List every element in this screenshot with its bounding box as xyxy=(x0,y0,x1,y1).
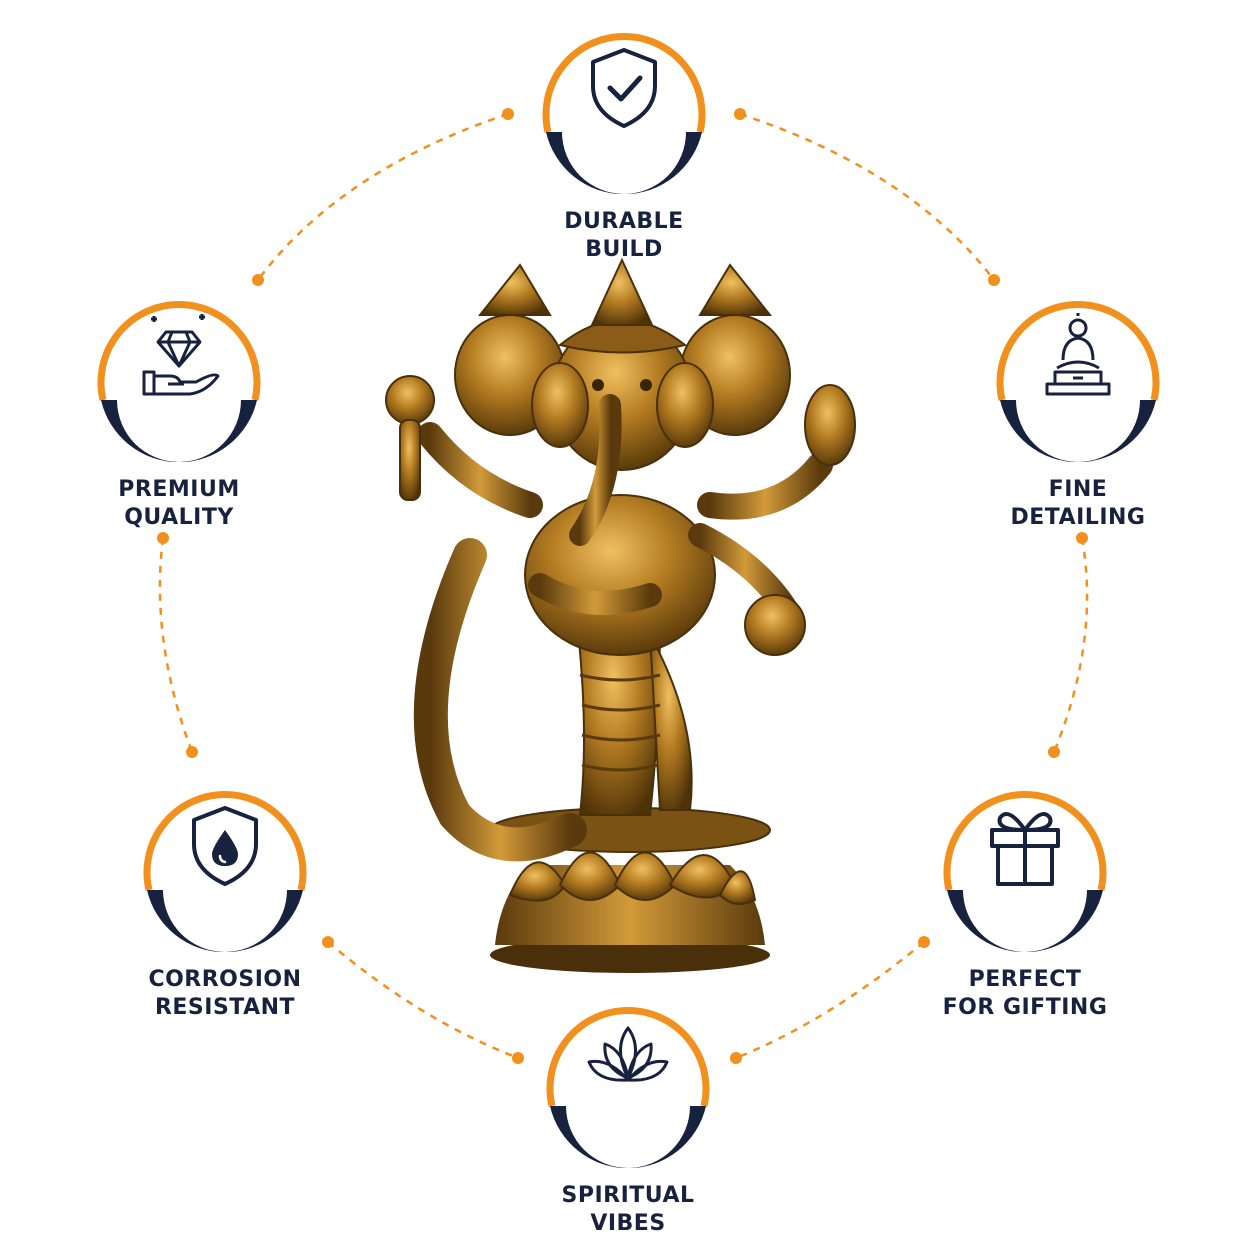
lotus-icon xyxy=(587,1026,669,1082)
connector-bottom-left xyxy=(327,941,519,1060)
feature-label-line-1: FINE xyxy=(1048,477,1108,502)
connector-dot xyxy=(186,746,198,758)
feature-fine-detailing: FINE DETAILING xyxy=(983,282,1173,532)
gift-box-icon xyxy=(990,812,1060,886)
feature-badge xyxy=(988,282,1168,462)
ganesha-statue-image xyxy=(385,257,856,973)
feature-label: DURABLE BUILD xyxy=(529,208,719,264)
feature-spiritual-vibes: SPIRITUAL VIBES xyxy=(533,988,723,1238)
feature-label-line-2: FOR GIFTING xyxy=(942,995,1108,1020)
connector-dot xyxy=(157,532,169,544)
feature-label-line-2: BUILD xyxy=(585,237,663,262)
connector-bottom-right xyxy=(735,941,925,1060)
feature-label-line-1: PREMIUM xyxy=(118,477,240,502)
feature-label-line-2: VIBES xyxy=(590,1211,666,1236)
feature-label: PREMIUM QUALITY xyxy=(84,476,274,532)
connector-dot xyxy=(252,274,264,286)
feature-label-line-2: RESISTANT xyxy=(154,995,296,1020)
connector-dot xyxy=(502,108,514,120)
feature-label: FINE DETAILING xyxy=(983,476,1173,532)
connector-left xyxy=(158,537,194,753)
connector-dot xyxy=(322,936,334,948)
connector-dot xyxy=(512,1052,524,1064)
feature-perfect-for-gifting: PERFECT FOR GIFTING xyxy=(930,772,1120,1022)
diamond-hand-icon xyxy=(142,314,220,396)
feature-label-line-2: QUALITY xyxy=(124,505,234,530)
feature-label-line-1: CORROSION xyxy=(148,967,302,992)
feature-label-line-2: DETAILING xyxy=(1010,505,1146,530)
connector-dot xyxy=(1048,746,1060,758)
feature-badge xyxy=(538,988,718,1168)
feature-premium-quality: PREMIUM QUALITY xyxy=(84,282,274,532)
buddha-statue-icon xyxy=(1045,313,1111,396)
feature-badge xyxy=(935,772,1115,952)
feature-durable-build: DURABLE BUILD xyxy=(529,14,719,264)
feature-badge xyxy=(89,282,269,462)
connector-dot xyxy=(730,1052,742,1064)
feature-label: PERFECT FOR GIFTING xyxy=(930,966,1120,1022)
connector-dot xyxy=(734,108,746,120)
feature-label: SPIRITUAL VIBES xyxy=(533,1182,723,1238)
shield-check-icon xyxy=(591,48,657,128)
connector-dot xyxy=(918,936,930,948)
feature-label: CORROSION RESISTANT xyxy=(130,966,320,1022)
connector-dot xyxy=(1076,532,1088,544)
shield-droplet-icon xyxy=(192,806,258,886)
connector-dot xyxy=(988,274,1000,286)
feature-badge xyxy=(135,772,315,952)
feature-label-line-1: SPIRITUAL xyxy=(561,1183,695,1208)
feature-label-line-1: DURABLE xyxy=(564,209,684,234)
connector-top-left xyxy=(256,112,509,281)
feature-badge xyxy=(534,14,714,194)
connector-top-right xyxy=(739,112,995,281)
connector-right xyxy=(1052,537,1089,753)
feature-label-line-1: PERFECT xyxy=(968,967,1082,992)
feature-corrosion-resistant: CORROSION RESISTANT xyxy=(130,772,320,1022)
